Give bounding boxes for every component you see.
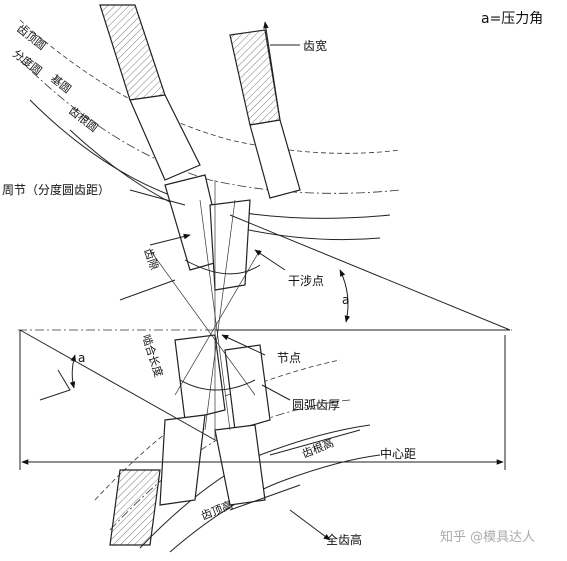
leader-lines — [119, 21, 361, 541]
circular-thickness-label: 圆弧齿厚 — [292, 398, 340, 412]
addendum-label: 齿顶高 — [199, 497, 235, 522]
contact-length-label: 啮合长度 — [139, 333, 166, 379]
lower-gear-teeth — [109, 334, 271, 546]
dedendum-circle-label: 齿根圆 — [66, 103, 101, 134]
center-distance-label: 中心距 — [380, 446, 416, 461]
watermark-text: 知乎 @模具达人 — [440, 529, 535, 545]
tooth-space-label: 齿隙 — [141, 246, 162, 271]
angle-a-right-label: a — [342, 293, 349, 307]
pressure-line-right — [229, 214, 511, 331]
pressure-line-left — [19, 329, 216, 441]
mesh-lines — [149, 180, 261, 440]
angle-arc-right — [339, 269, 351, 323]
base-circle-label: 基圆 — [48, 72, 73, 96]
center-line-group — [18, 214, 512, 441]
circular-pitch-label: 周节（分度圆齿距） — [2, 182, 110, 197]
pitch-point-label: 节点 — [277, 351, 301, 365]
whole-depth-label: 全齿高 — [326, 532, 362, 547]
tooth-width-label: 齿宽 — [303, 38, 327, 53]
angle-a-left-label: a — [78, 351, 85, 365]
angle-arc-left — [69, 354, 76, 389]
center-distance-dim — [19, 330, 506, 470]
pressure-angle-legend: a=压力角 — [481, 11, 543, 27]
interference-point-label: 干涉点 — [288, 274, 324, 288]
upper-gear-teeth — [99, 4, 301, 291]
